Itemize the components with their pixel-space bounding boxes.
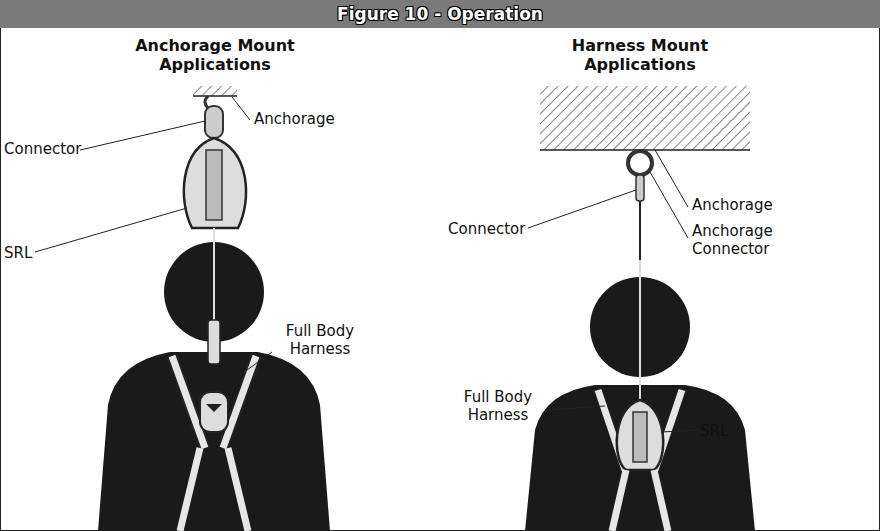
leader-line	[80, 121, 205, 150]
illustration-part	[193, 95, 237, 97]
part-label: Full Body Harness	[448, 388, 548, 424]
leader-line	[528, 190, 636, 228]
illustration-part	[633, 412, 647, 462]
harness-straps	[598, 390, 682, 470]
part-label: SRL	[4, 244, 44, 262]
part-label: Connector	[4, 140, 84, 158]
part-label: Anchorage	[254, 110, 344, 128]
leader-line	[545, 406, 605, 410]
anchorage-hatch	[540, 86, 750, 150]
illustration-part	[206, 150, 222, 220]
anchorage-connector-ring	[628, 151, 652, 175]
leader-line	[232, 97, 250, 120]
part-label: Anchorage Connector	[692, 222, 802, 258]
anchorage-hatch	[193, 86, 237, 96]
connector	[636, 175, 644, 201]
illustration-part	[213, 228, 215, 330]
leader-line	[655, 150, 688, 207]
d-ring	[200, 392, 228, 432]
harness-straps	[172, 356, 256, 448]
leader-line	[236, 352, 272, 378]
srl-housing	[617, 400, 663, 470]
harness-mount-figure	[525, 86, 755, 531]
part-label: SRL	[700, 422, 740, 440]
leader-line	[35, 208, 187, 252]
srl-housing	[184, 138, 246, 228]
illustration-part	[206, 404, 222, 412]
part-label: Connector	[448, 220, 530, 238]
illustration-part	[612, 470, 668, 531]
part-label: Full Body Harness	[270, 322, 370, 358]
part-label: Anchorage	[692, 196, 787, 214]
figure-title: Figure 10 - Operation	[0, 0, 880, 28]
panel-heading: Harness Mount Applications	[555, 36, 725, 74]
illustration-part	[639, 260, 641, 400]
panel-heading: Anchorage Mount Applications	[125, 36, 305, 74]
torso	[525, 385, 755, 531]
leader-line	[662, 430, 698, 432]
leader-line	[650, 172, 688, 238]
illustration-part	[172, 356, 256, 448]
illustration-part	[180, 448, 248, 531]
srl-line	[639, 201, 641, 410]
snap-hook	[208, 320, 220, 364]
connector-carabiner	[205, 106, 223, 138]
torso	[98, 352, 330, 531]
